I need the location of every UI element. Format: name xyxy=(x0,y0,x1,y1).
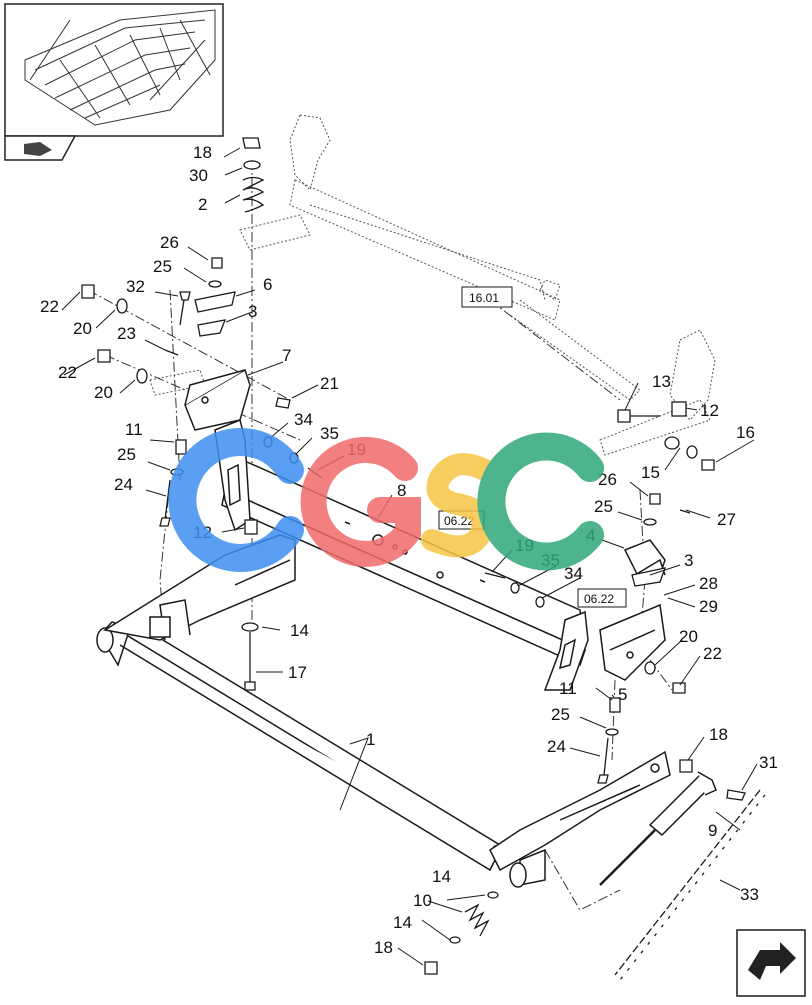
label-11: 11 xyxy=(125,420,143,439)
ref-box-16-01[interactable]: 16.01 xyxy=(461,286,513,308)
label-1: 1 xyxy=(366,730,375,749)
label-18: 18 xyxy=(193,143,212,162)
watermark-g xyxy=(300,436,421,567)
gas-strut[interactable] xyxy=(599,771,717,886)
label-10: 10 xyxy=(413,891,432,910)
label-35: 35 xyxy=(320,424,339,443)
watermark xyxy=(168,428,604,572)
label-26b: 26 xyxy=(598,470,617,489)
label-18b: 18 xyxy=(709,725,728,744)
label-32: 32 xyxy=(126,277,145,296)
label-22: 22 xyxy=(40,297,59,316)
label-20b: 20 xyxy=(94,383,113,402)
label-17: 17 xyxy=(288,663,307,682)
label-27: 27 xyxy=(717,510,736,529)
forward-arrow-icon xyxy=(748,942,796,980)
label-22c: 22 xyxy=(703,644,722,663)
label-30: 30 xyxy=(189,166,208,185)
main-axle[interactable] xyxy=(96,619,546,888)
label-24: 24 xyxy=(114,475,133,494)
label-25d: 25 xyxy=(551,705,570,724)
label-29: 29 xyxy=(699,597,718,616)
label-9: 9 xyxy=(708,821,717,840)
chain[interactable] xyxy=(614,789,766,981)
label-31: 31 xyxy=(759,753,778,772)
label-20: 20 xyxy=(73,319,92,338)
label-2: 2 xyxy=(198,195,207,214)
label-14b: 14 xyxy=(432,867,451,886)
label-23: 23 xyxy=(117,324,136,343)
bracket-7[interactable] xyxy=(184,368,251,431)
label-20c: 20 xyxy=(679,627,698,646)
label-3b: 3 xyxy=(684,551,693,570)
watermark-s xyxy=(421,453,496,558)
bracket-5[interactable] xyxy=(599,603,666,681)
label-33: 33 xyxy=(740,885,759,904)
label-25b: 25 xyxy=(117,445,136,464)
label-12b: 12 xyxy=(700,401,719,420)
watermark-c-2 xyxy=(477,432,604,571)
label-25: 25 xyxy=(153,257,172,276)
label-18c: 18 xyxy=(374,938,393,957)
label-13: 13 xyxy=(652,372,671,391)
label-34b: 34 xyxy=(564,564,583,583)
thumbnail-inset[interactable] xyxy=(4,3,224,161)
label-8: 8 xyxy=(397,481,406,500)
label-28: 28 xyxy=(699,574,718,593)
label-3: 3 xyxy=(248,302,257,321)
label-14c: 14 xyxy=(393,913,412,932)
label-22b: 22 xyxy=(58,363,77,382)
label-15: 15 xyxy=(641,463,660,482)
right-side-plate[interactable] xyxy=(489,750,671,872)
svg-text:06.22: 06.22 xyxy=(584,592,614,606)
label-25c: 25 xyxy=(594,497,613,516)
label-16: 16 xyxy=(736,423,755,442)
label-24b: 24 xyxy=(547,737,566,756)
watermark-c-1 xyxy=(168,428,304,572)
label-5: 5 xyxy=(618,685,627,704)
label-11b: 11 xyxy=(559,679,577,698)
next-page-button[interactable] xyxy=(736,929,806,997)
leader-lines xyxy=(61,147,758,966)
label-14: 14 xyxy=(290,621,309,640)
ref-box-06-22-b[interactable]: 06.22 xyxy=(577,588,627,608)
ghost-frame xyxy=(149,114,716,456)
label-6: 6 xyxy=(263,275,272,294)
label-7: 7 xyxy=(282,346,291,365)
return-arrow-icon xyxy=(24,142,52,156)
label-34: 34 xyxy=(294,410,313,429)
label-26: 26 xyxy=(160,233,179,252)
svg-text:16.01: 16.01 xyxy=(469,291,499,305)
label-21: 21 xyxy=(320,374,339,393)
